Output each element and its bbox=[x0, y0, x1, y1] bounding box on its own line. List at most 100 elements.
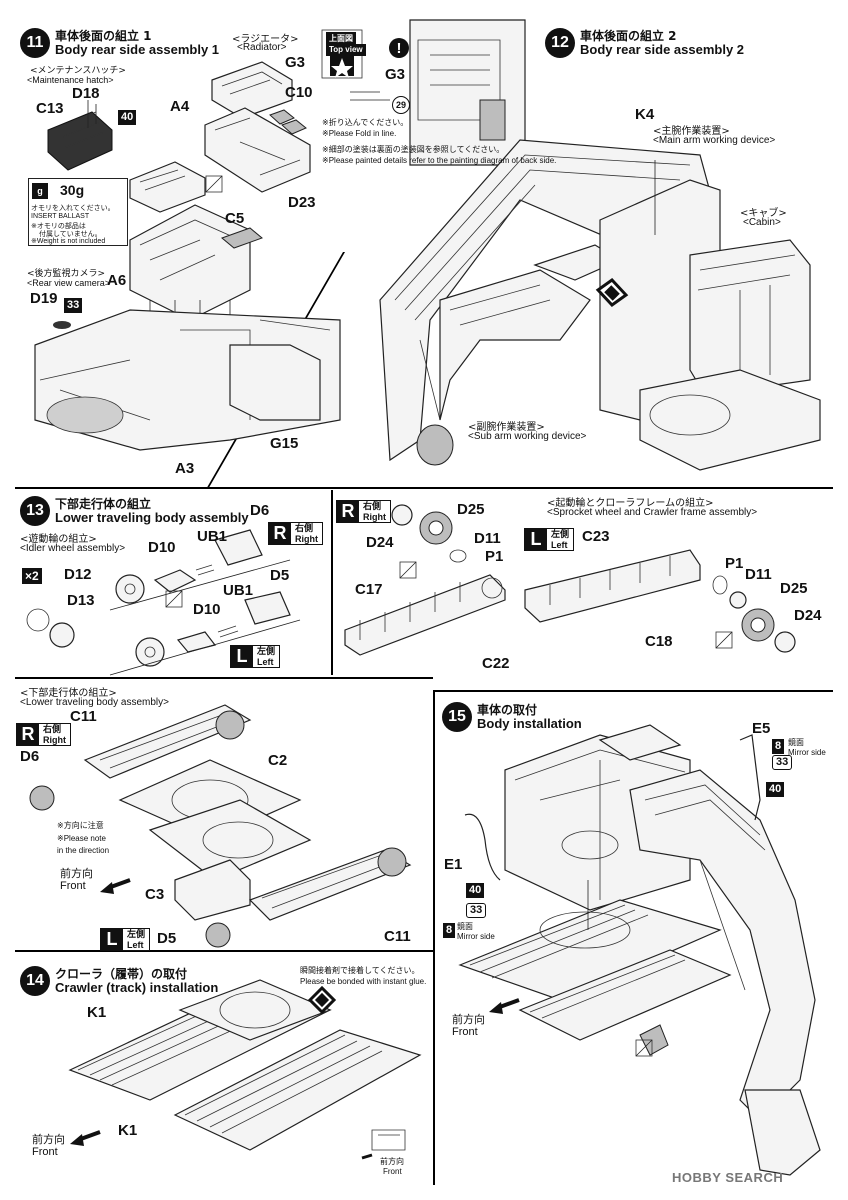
part-p1-left: P1 bbox=[725, 555, 744, 572]
step15-title-jp: 車体の取付 bbox=[477, 703, 538, 717]
badge-33-bottom: 33 bbox=[466, 903, 487, 918]
step11-number: 11 bbox=[20, 28, 50, 58]
part-d18: D18 bbox=[72, 85, 100, 102]
part-d19: D19 bbox=[30, 290, 58, 307]
lower-label-jp: <下部走行体の組立> bbox=[20, 688, 117, 699]
step11-title-jp: 車体後面の組立 1 bbox=[55, 29, 152, 43]
idler-label-jp: <遊動輪の組立> bbox=[20, 534, 97, 545]
front-label-body: 前方向 Front bbox=[452, 1013, 485, 1039]
direction-note-jp: ※方向に注意 bbox=[57, 821, 104, 830]
divider-step14-top bbox=[15, 950, 433, 952]
part-d11-right: D11 bbox=[474, 530, 501, 547]
ballast-en1: INSERT BALLAST bbox=[31, 213, 90, 220]
step14-title-en: Crawler (track) installation bbox=[55, 980, 219, 995]
step14-title-jp: クローラ（履帯）の取付 bbox=[55, 967, 188, 981]
front-label-crawler: 前方向 Front bbox=[32, 1133, 65, 1159]
circle-29: 29 bbox=[392, 96, 410, 114]
camera-label-en: <Rear view camera> bbox=[27, 278, 111, 288]
part-d25-left: D25 bbox=[780, 580, 808, 597]
step12-art bbox=[379, 139, 821, 471]
part-c2: C2 bbox=[268, 752, 288, 769]
badge-40-hatch: 40 bbox=[118, 110, 137, 125]
step11-title-en: Body rear side assembly 1 bbox=[55, 42, 220, 57]
part-c11-top: C11 bbox=[70, 708, 97, 725]
step14-number: 14 bbox=[20, 966, 50, 996]
badge-8-top: 8 bbox=[772, 739, 785, 754]
cabin-label-jp: <キャブ> bbox=[740, 208, 787, 219]
camera-label-jp: <後方監視カメラ> bbox=[27, 269, 106, 279]
part-c11-bottom: C11 bbox=[384, 928, 411, 945]
front-label-small-jp: 前方向 bbox=[380, 1157, 404, 1166]
lower-label-en: <Lower traveling body assembly> bbox=[20, 697, 169, 708]
part-d10-top: D10 bbox=[148, 539, 176, 556]
ballast-jp2: ※オモリの部品は bbox=[31, 222, 86, 230]
part-c13: C13 bbox=[36, 100, 64, 117]
badge-33-top: 33 bbox=[772, 755, 793, 770]
sprocket-label-en: <Sprocket wheel and Crawler frame assemb… bbox=[547, 507, 758, 518]
part-d5-lower: D5 bbox=[157, 930, 177, 947]
part-d6-lower: D6 bbox=[20, 748, 40, 765]
note-icons bbox=[165, 175, 733, 1057]
part-c3: C3 bbox=[145, 886, 165, 903]
watermark-logo: HOBBY SEARCH bbox=[672, 1170, 783, 1185]
part-d10-bottom: D10 bbox=[193, 601, 221, 618]
divider-step15-left bbox=[433, 690, 435, 1185]
paint-note-jp: ※細部の塗装は裏面の塗装図を参照してください。 bbox=[322, 145, 505, 154]
weight-icon: g bbox=[32, 183, 48, 199]
sprocket-label-jp: <起動輪とクローラフレームの組立> bbox=[547, 498, 714, 509]
part-g3: G3 bbox=[285, 54, 306, 71]
step12-title-jp: 車体後面の組立 2 bbox=[580, 29, 677, 43]
paint-note-en: ※Please painted details refer to the pai… bbox=[322, 156, 557, 165]
direction-note-en2: in the direction bbox=[57, 846, 110, 855]
step13-title-jp: 下部走行体の組立 bbox=[55, 497, 152, 511]
part-d11-left: D11 bbox=[745, 566, 772, 583]
divider-step13-vertical bbox=[331, 490, 333, 675]
mirror-en-top: Mirror side bbox=[788, 748, 826, 757]
radiator-label-jp: <ラジエータ> bbox=[232, 34, 299, 45]
part-a6: A6 bbox=[107, 272, 127, 289]
divider-row1 bbox=[15, 487, 833, 489]
fold-note-en: ※Please Fold in line. bbox=[322, 129, 397, 138]
ballast-jp1: オモリを入れてください。 bbox=[31, 204, 115, 212]
part-p1-right: P1 bbox=[485, 548, 504, 565]
front-label-lower: 前方向 Front bbox=[60, 867, 93, 893]
step15-number: 15 bbox=[442, 702, 472, 732]
part-c23: C23 bbox=[582, 528, 610, 545]
ballast-jp3: 付属していません。 bbox=[39, 230, 102, 238]
hatch-label-jp: <メンテナンスハッチ> bbox=[30, 66, 126, 76]
part-d25-right: D25 bbox=[457, 501, 485, 518]
divider-row2 bbox=[15, 677, 433, 679]
part-c18: C18 bbox=[645, 633, 673, 650]
step13-art bbox=[26, 504, 796, 948]
warning-icon: ! bbox=[389, 38, 409, 58]
divider-step15-top bbox=[433, 690, 833, 692]
topview-label-jp: 上面図 bbox=[326, 32, 356, 45]
ballast-weight: 30g bbox=[60, 182, 85, 198]
hatch-label-en: <Maintenance hatch> bbox=[27, 75, 114, 85]
mirror-en-bottom: Mirror side bbox=[457, 932, 495, 941]
part-d24-right: D24 bbox=[366, 534, 394, 551]
part-d24-left: D24 bbox=[794, 607, 822, 624]
part-g3-topview: G3 bbox=[385, 66, 406, 83]
badge-40-top: 40 bbox=[766, 782, 785, 797]
fold-note-jp: ※折り込んでください。 bbox=[322, 118, 409, 127]
ballast-en2: ※Weight is not included bbox=[31, 238, 106, 245]
glue-note-jp: 瞬間接着剤で接着してください。 bbox=[300, 966, 420, 975]
main-arm-label-jp: <主腕作業装置> bbox=[653, 126, 730, 137]
front-label-small-en: Front bbox=[383, 1167, 402, 1176]
step13-number: 13 bbox=[20, 496, 50, 526]
part-c5: C5 bbox=[225, 210, 245, 227]
x2-badge: ×2 bbox=[22, 568, 42, 584]
part-c22: C22 bbox=[482, 655, 510, 672]
step15-title-en: Body installation bbox=[477, 716, 582, 731]
badge-40-bottom: 40 bbox=[466, 883, 485, 898]
part-k1-bottom: K1 bbox=[118, 1122, 138, 1139]
part-e5: E5 bbox=[752, 720, 771, 737]
mirror-jp-top: 鏡面 bbox=[788, 738, 804, 747]
part-c10: C10 bbox=[285, 84, 313, 101]
step12-title-en: Body rear side assembly 2 bbox=[580, 42, 745, 57]
